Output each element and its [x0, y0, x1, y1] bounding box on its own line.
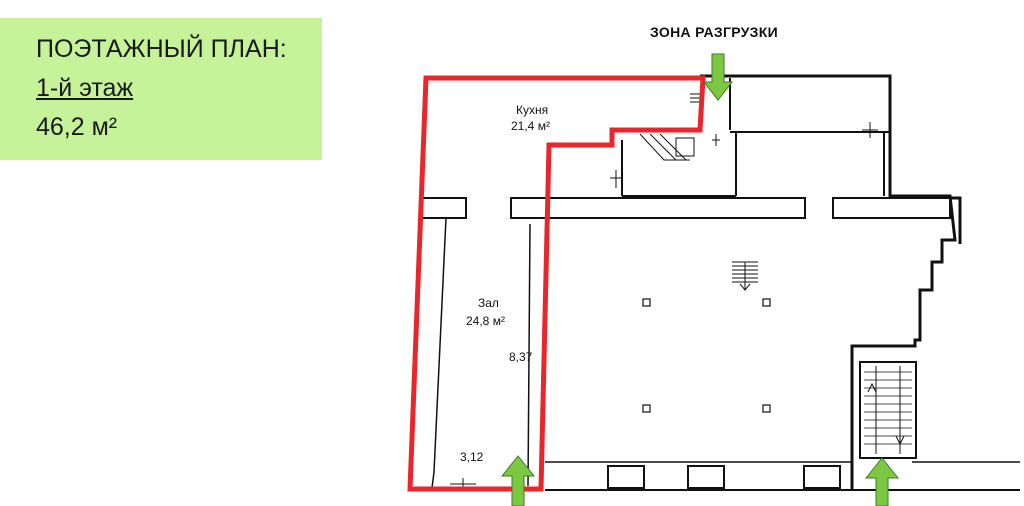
unloading-zone-label: ЗОНА РАЗГРУЗКИ: [650, 24, 778, 40]
stairs-icon: [732, 261, 758, 291]
window-2: [687, 465, 725, 489]
legend-floor: 1-й этаж: [36, 74, 134, 102]
arrow-top: [702, 53, 734, 101]
beams: [419, 197, 951, 219]
kitchen-stairs: [610, 122, 878, 188]
legend-area: 46,2 м²: [36, 113, 118, 141]
hall-length-dimension: 8,37: [509, 350, 533, 364]
hall-name: Зал: [478, 296, 499, 310]
rented-area-outline: [407, 75, 706, 492]
hall-area: 24,8 м²: [466, 314, 505, 328]
column-4: [762, 404, 771, 413]
stairwell-box: [859, 361, 917, 459]
legend-panel: ПОЭТАЖНЫЙ ПЛАН: 1-й этаж 46,2 м²: [0, 18, 322, 160]
kitchen-area: 21,4 м²: [511, 119, 550, 133]
kitchen-name: Кухня: [516, 103, 549, 117]
beam-middle: [510, 197, 806, 219]
hall-inner-left: [431, 217, 447, 489]
window-1: [607, 465, 645, 489]
arrow-bottom-1: [500, 455, 536, 506]
hall-width-dimension: 3,12: [460, 450, 484, 464]
hall-inner-right: [527, 223, 531, 487]
hall-inner-walls: [431, 217, 531, 489]
column-1: [642, 298, 651, 307]
beam-left: [419, 197, 467, 219]
arrow-bottom-2: [864, 457, 900, 506]
building-walls: [545, 74, 1020, 491]
beam-right: [832, 197, 951, 219]
window-3: [803, 465, 841, 489]
column-2: [762, 298, 771, 307]
columns: [642, 298, 771, 413]
entrance-arrow-icon: [500, 53, 900, 506]
wall-top-right: [700, 74, 957, 490]
stairwell: [859, 361, 917, 459]
door-marks: [450, 93, 700, 490]
column-3: [642, 404, 651, 413]
legend-title: ПОЭТАЖНЫЙ ПЛАН:: [36, 35, 287, 63]
